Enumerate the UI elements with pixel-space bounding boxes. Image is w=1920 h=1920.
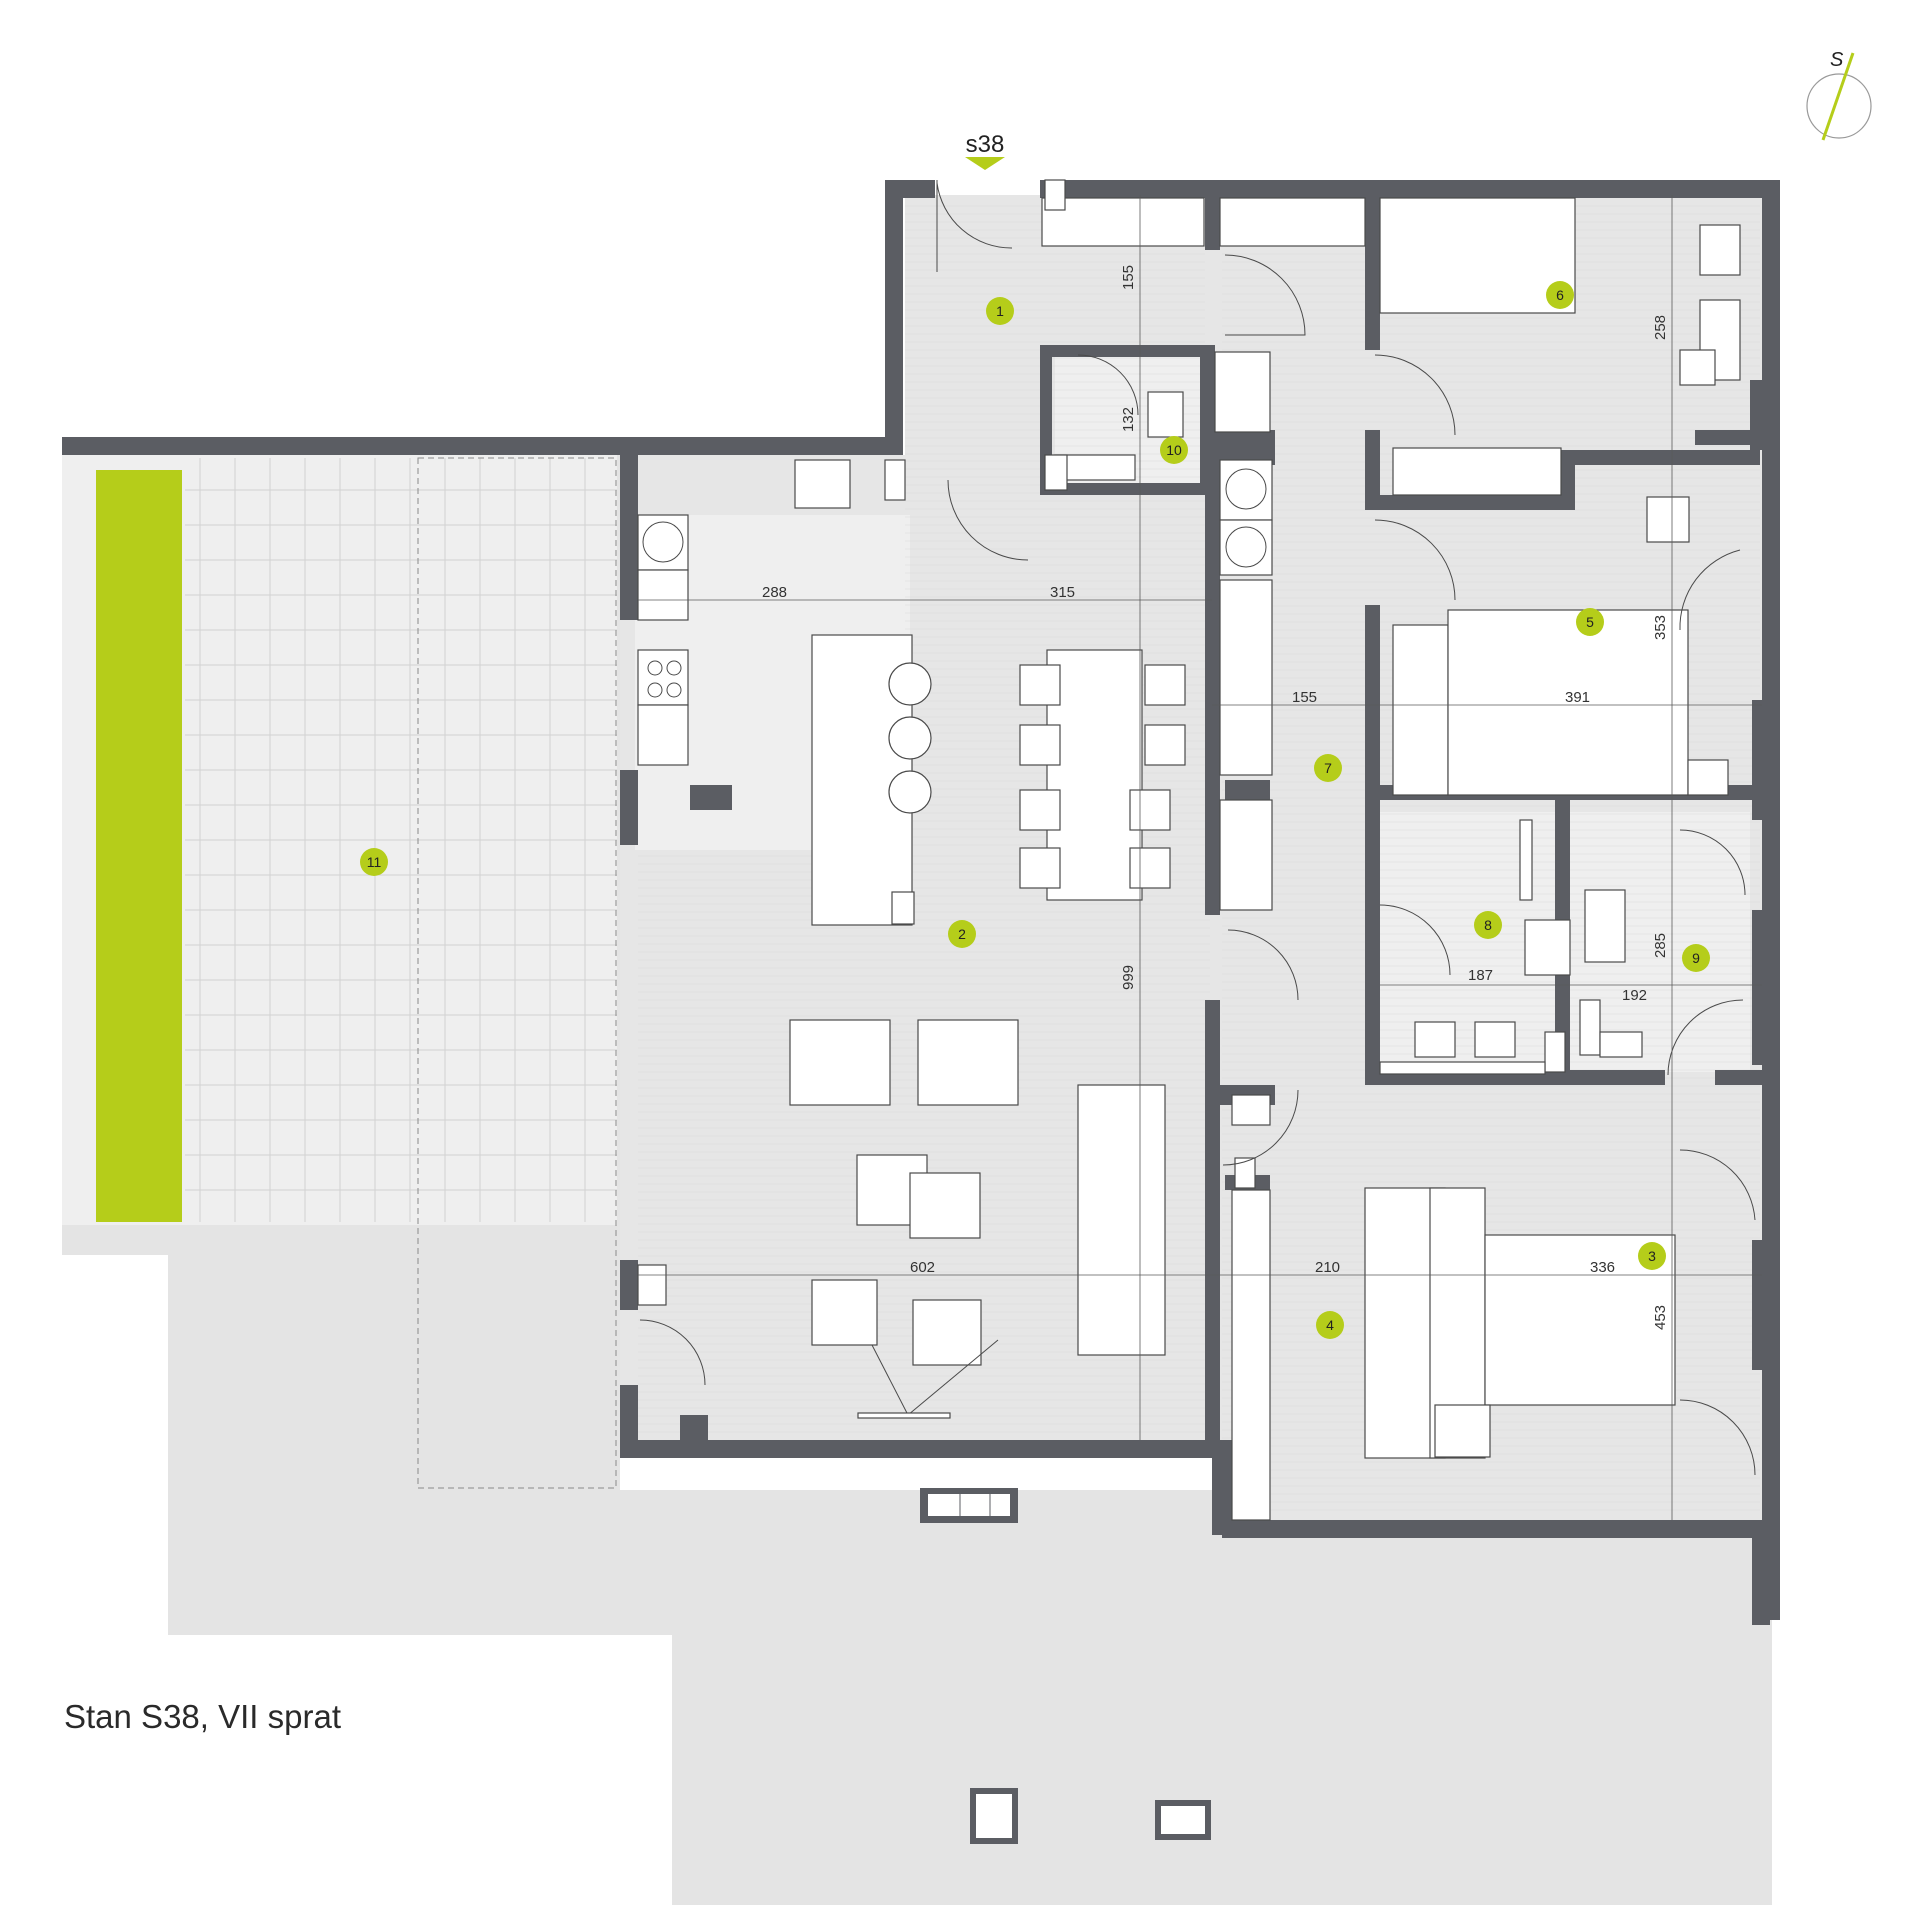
furniture: [637, 179, 1741, 1521]
room-marker-6: 6: [1556, 287, 1564, 303]
dim-label: 285: [1652, 933, 1669, 958]
terrace-tile-grid: [185, 458, 617, 1222]
room-marker-4: 4: [1326, 1317, 1334, 1333]
dim-label: 353: [1652, 615, 1669, 640]
entrance-arrow-icon: [965, 157, 1005, 170]
room-marker-1: 1: [996, 303, 1004, 319]
dim-label: 155: [1120, 265, 1137, 290]
room-marker-2: 2: [958, 926, 966, 942]
room-marker-8: 8: [1484, 917, 1492, 933]
room-marker-11: 11: [367, 854, 382, 870]
planter-green: [96, 470, 182, 1222]
dim-label: 999: [1120, 965, 1137, 990]
room-marker-7: 7: [1324, 760, 1332, 776]
dimension-lines: [638, 195, 1762, 1520]
room-marker-10: 10: [1166, 442, 1182, 458]
dim-label: 132: [1120, 407, 1137, 432]
dimension-labels: 155 132 288 315 353 391 155 258 999 187 …: [762, 265, 1669, 1330]
room-marker-3: 3: [1648, 1248, 1656, 1264]
dim-label: 315: [1050, 584, 1075, 601]
room-marker-9: 9: [1692, 950, 1700, 966]
entrance-label: s38: [966, 131, 1005, 158]
dim-label: 155: [1292, 689, 1317, 706]
dim-label: 288: [762, 584, 787, 601]
dim-label: 187: [1468, 967, 1493, 984]
dim-label: 192: [1622, 987, 1647, 1004]
dim-label: 391: [1565, 689, 1590, 706]
compass-icon: S: [1806, 49, 1872, 141]
vent-boxes: [920, 1488, 1211, 1844]
dim-label: 453: [1652, 1305, 1669, 1330]
dim-label: 258: [1652, 315, 1669, 340]
terrace-dashed-outline: [417, 457, 617, 1489]
compass-label: S: [1830, 49, 1844, 71]
doors: [639, 180, 1756, 1476]
dim-label: 336: [1590, 1259, 1615, 1276]
plan-caption: Stan S38, VII sprat: [64, 1698, 341, 1735]
dim-label: 602: [910, 1259, 935, 1276]
room-marker-5: 5: [1586, 614, 1594, 630]
room-markers: 1 2 3 4 5 6 7 8 9 10 11: [360, 281, 1710, 1339]
dim-label: 210: [1315, 1259, 1340, 1276]
